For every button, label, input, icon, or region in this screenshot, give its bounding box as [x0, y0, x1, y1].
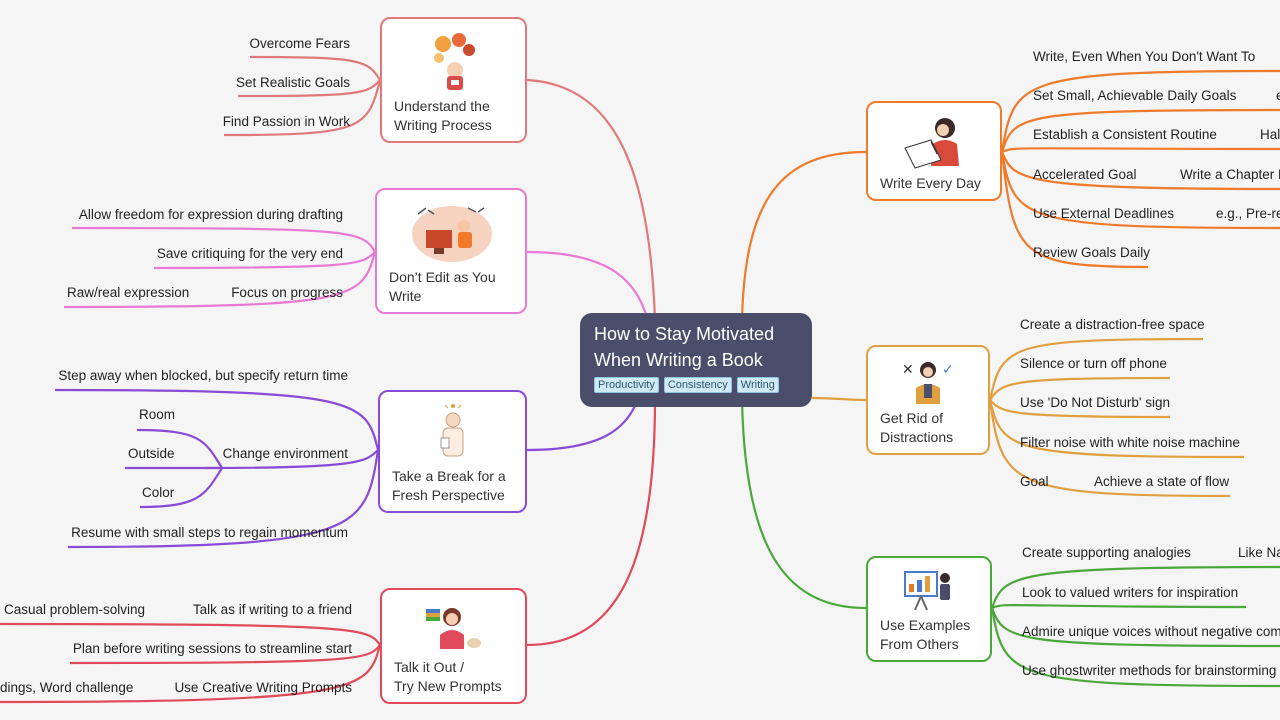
subitem-write-chapter[interactable]: Write a Chapter P [1180, 167, 1280, 182]
topic-take-a-break[interactable]: Take a Break for a Fresh Perspective [378, 390, 527, 513]
item-step-away[interactable]: Step away when blocked, but specify retu… [58, 368, 348, 383]
presentation-icon [880, 564, 978, 616]
topic-label-line2: Try New Prompts [394, 678, 502, 694]
topic-write-every-day[interactable]: Write Every Day [866, 101, 1002, 201]
tag-productivity[interactable]: Productivity [594, 377, 659, 393]
item-creative-prompts[interactable]: Use Creative Writing Prompts [174, 680, 352, 695]
item-accelerated-goal[interactable]: Accelerated Goal [1033, 167, 1137, 182]
item-write-even-when[interactable]: Write, Even When You Don't Want To [1033, 49, 1256, 64]
item-do-not-disturb[interactable]: Use 'Do Not Disturb' sign [1020, 395, 1170, 410]
thinking-person-icon [392, 398, 513, 467]
topic-label-line2: Write [389, 288, 422, 304]
focused-person-icon: ✕ ✓ [880, 353, 976, 409]
item-admire-unique-voices[interactable]: Admire unique voices without negative co… [1022, 624, 1280, 639]
subitem-daily-goals-example[interactable]: e [1276, 88, 1280, 103]
topic-label-line1: Don’t Edit as You [389, 269, 496, 285]
svg-text:✕: ✕ [902, 362, 914, 378]
item-white-noise[interactable]: Filter noise with white noise machine [1020, 435, 1240, 450]
central-topic[interactable]: How to Stay Motivated When Writing a Boo… [580, 313, 812, 407]
item-resume-small-steps[interactable]: Resume with small steps to regain moment… [71, 525, 348, 540]
topic-label-line1: Understand the [394, 98, 490, 114]
reading-person-icon [394, 596, 513, 658]
item-goal[interactable]: Goal [1020, 474, 1049, 489]
item-allow-freedom[interactable]: Allow freedom for expression during draf… [78, 207, 343, 222]
writer-illustration-icon [394, 25, 513, 97]
topic-label-line2: Distractions [880, 429, 954, 445]
topic-dont-edit[interactable]: Don’t Edit as You Write [375, 188, 527, 314]
topic-label-line1: Take a Break for a [392, 468, 506, 484]
item-talk-as-if-friend[interactable]: Talk as if writing to a friend [192, 602, 352, 617]
item-review-goals[interactable]: Review Goals Daily [1033, 245, 1151, 260]
desk-writer-illustration-icon [389, 196, 513, 268]
topic-label-line1: Use Examples [880, 617, 971, 633]
svg-text:✓: ✓ [942, 362, 954, 378]
topic-label-line1: Talk it Out / [394, 659, 465, 675]
subitem-analogy-example[interactable]: Like Na [1238, 545, 1280, 560]
subitem-raw-expression[interactable]: Raw/real expression [67, 285, 190, 300]
subitem-deadline-example[interactable]: e.g., Pre-re [1216, 206, 1280, 221]
topic-understand-writing-process[interactable]: Understand the Writing Process [380, 17, 527, 143]
tag-writing[interactable]: Writing [736, 377, 779, 393]
topic-label-line2: Writing Process [394, 117, 492, 133]
tag-consistency[interactable]: Consistency [663, 377, 732, 393]
subitem-prompts-examples[interactable]: dings, Word challenge [0, 680, 134, 695]
notebook-writer-icon [880, 109, 988, 174]
item-change-environment[interactable]: Change environment [222, 446, 348, 461]
item-set-realistic-goals[interactable]: Set Realistic Goals [235, 75, 350, 90]
item-focus-on-progress[interactable]: Focus on progress [231, 285, 343, 300]
topic-use-examples[interactable]: Use Examples From Others [866, 556, 992, 662]
item-find-passion[interactable]: Find Passion in Work [222, 114, 350, 129]
central-topic-title-line1: How to Stay Motivated [594, 324, 775, 344]
topic-label-line2: Fresh Perspective [392, 487, 505, 503]
topic-label-line1: Get Rid of [880, 410, 944, 426]
topic-label-line2: From Others [880, 636, 959, 652]
item-daily-goals[interactable]: Set Small, Achievable Daily Goals [1033, 88, 1237, 103]
item-overcome-fears[interactable]: Overcome Fears [249, 36, 350, 51]
subitem-room[interactable]: Room [139, 407, 176, 422]
subitem-color[interactable]: Color [142, 485, 175, 500]
item-supporting-analogies[interactable]: Create supporting analogies [1022, 545, 1191, 560]
item-external-deadlines[interactable]: Use External Deadlines [1033, 206, 1175, 221]
item-silence-phone[interactable]: Silence or turn off phone [1020, 356, 1167, 371]
item-valued-writers[interactable]: Look to valued writers for inspiration [1022, 585, 1239, 600]
topic-label: Write Every Day [880, 175, 981, 191]
topic-talk-it-out[interactable]: Talk it Out / Try New Prompts [380, 588, 527, 704]
item-plan-before-writing[interactable]: Plan before writing sessions to streamli… [72, 641, 352, 656]
item-save-critiquing[interactable]: Save critiquing for the very end [156, 246, 343, 261]
central-topic-title-line2: When Writing a Book [594, 350, 763, 370]
subitem-outside[interactable]: Outside [128, 446, 175, 461]
topic-get-rid-of-distractions[interactable]: ✕ ✓ Get Rid of Distractions [866, 345, 990, 455]
item-consistent-routine[interactable]: Establish a Consistent Routine [1033, 127, 1217, 142]
item-ghostwriter-methods[interactable]: Use ghostwriter methods for brainstormin… [1022, 663, 1277, 678]
subitem-casual-problem-solving[interactable]: Casual problem-solving [4, 602, 146, 617]
item-distraction-free-space[interactable]: Create a distraction-free space [1020, 317, 1205, 332]
tag-list: Productivity Consistency Writing [594, 377, 798, 393]
subitem-routine-habit[interactable]: Hal [1260, 127, 1280, 142]
subitem-state-of-flow[interactable]: Achieve a state of flow [1094, 474, 1230, 489]
